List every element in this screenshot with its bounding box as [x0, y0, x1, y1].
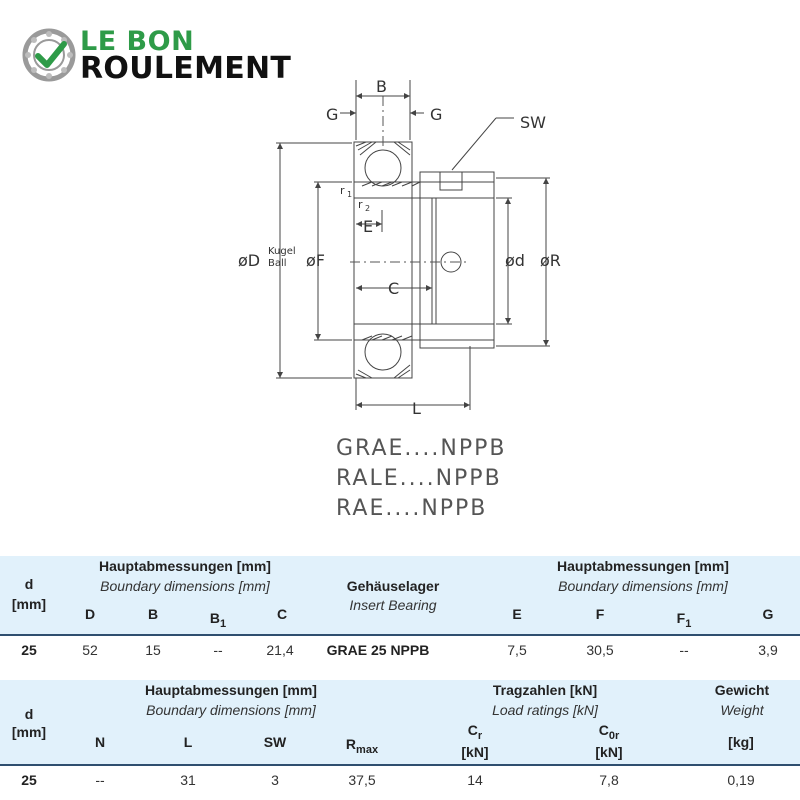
label-kugel: Kugel: [268, 246, 296, 257]
table1-row-B: 15: [145, 642, 161, 658]
table2-col-L: L: [183, 734, 193, 750]
table1-row-G: 3,9: [758, 642, 778, 658]
table2-row-C0r: 7,8: [599, 772, 619, 788]
table2-col-Rmax: Rmax: [345, 736, 379, 756]
table2-row-L: 31: [180, 772, 196, 788]
table2-col-N: N: [94, 734, 106, 750]
table2-separator: [0, 764, 800, 766]
table2-group1-subtitle: Boundary dimensions [mm]: [146, 702, 316, 718]
label-r2-sub: 2: [365, 204, 370, 213]
set-screw: [439, 171, 463, 191]
table1-row-F1: --: [679, 642, 689, 658]
table1-group2-title: Hauptabmessungen [mm]: [557, 558, 729, 574]
label-D: øD: [238, 251, 260, 270]
ball-top: [364, 149, 402, 187]
table1-col-C: C: [276, 606, 288, 622]
label-d: ød: [505, 251, 525, 270]
table1-separator: [0, 634, 800, 636]
table2-row-N: --: [95, 772, 105, 788]
table2-col-C0r-unit: [kN]: [595, 744, 623, 760]
table2-row-SW: 3: [271, 772, 279, 788]
table1-col-F: F: [595, 606, 605, 622]
table1-col-B: B: [147, 606, 159, 622]
table2-col-SW: SW: [263, 734, 287, 750]
table2-d-header: d: [24, 706, 34, 722]
label-ball: Ball: [268, 258, 287, 269]
series-line-2: RALE....NPPB: [336, 466, 502, 491]
table1-header: [0, 556, 800, 634]
label-G-right: G: [430, 105, 442, 124]
table2-row-d: 25: [21, 772, 37, 788]
label-r1-sub: 1: [347, 190, 352, 199]
table2-row-Cr: 14: [467, 772, 483, 788]
label-L: L: [412, 399, 421, 418]
screw-hole: [440, 251, 462, 273]
table2-col-kg: [kg]: [728, 734, 754, 750]
table2-col-Cr: Cr: [467, 722, 483, 742]
table1-col-G: G: [762, 606, 774, 622]
label-r1: r: [340, 184, 345, 197]
label-E: E: [363, 217, 373, 236]
table1-insert-title: Gehäuselager: [346, 578, 440, 594]
table2-row-Rmax: 37,5: [348, 772, 376, 788]
table1-col-D: D: [84, 606, 96, 622]
table2-group1-title: Hauptabmessungen [mm]: [145, 682, 317, 698]
table1-insert-subtitle: Insert Bearing: [349, 597, 437, 613]
label-r2: r: [358, 198, 363, 211]
table2-header: [0, 680, 800, 764]
table1-col-E: E: [512, 606, 522, 622]
label-G-left: G: [326, 105, 338, 124]
table2-col-C0r: C0r: [598, 722, 620, 742]
bearing-check-icon: [22, 28, 76, 82]
table1-group2-subtitle: Boundary dimensions [mm]: [558, 578, 728, 594]
table1-d-header: d: [24, 576, 34, 592]
label-SW: SW: [520, 113, 546, 132]
table2-d-unit: [mm]: [11, 724, 47, 740]
table1-row-D: 52: [82, 642, 98, 658]
table1-col-F1: F1: [676, 610, 692, 630]
brand-logo[interactable]: LE BON ROULEMENT: [22, 24, 312, 86]
table1-row-B1: --: [213, 642, 223, 658]
table1-row-E: 7,5: [507, 642, 527, 658]
table2-weight-subtitle: Weight: [720, 702, 764, 718]
table1-col-B1: B1: [209, 610, 227, 630]
series-line-3: RAE....NPPB: [336, 496, 488, 521]
table2-weight-title: Gewicht: [714, 682, 770, 698]
table1-row-insert: GRAE 25 NPPB: [326, 642, 430, 658]
table1-row-F: 30,5: [586, 642, 614, 658]
logo-text-line1: LE BON: [80, 26, 195, 57]
ball-bottom: [364, 333, 402, 371]
table2-row-weight: 0,19: [727, 772, 755, 788]
logo-text-line2: ROULEMENT: [80, 51, 292, 86]
table2-col-Cr-unit: [kN]: [461, 744, 489, 760]
bearing-drawing: B G G SW r 1 r 2 E øD Kugel Ball øF C ød…: [238, 77, 561, 418]
table1-group1-subtitle: Boundary dimensions [mm]: [100, 578, 270, 594]
table1-d-unit: [mm]: [11, 596, 47, 612]
label-F: øF: [306, 251, 325, 270]
table2-load-subtitle: Load ratings [kN]: [492, 702, 598, 718]
table2-load-title: Tragzahlen [kN]: [492, 682, 598, 698]
label-B: B: [376, 77, 387, 96]
table1-row-C: 21,4: [266, 642, 294, 658]
series-line-1: GRAE....NPPB: [336, 436, 507, 461]
table1-group1-title: Hauptabmessungen [mm]: [99, 558, 271, 574]
label-C: C: [388, 279, 399, 298]
table1-row-d: 25: [21, 642, 37, 658]
label-R: øR: [540, 251, 561, 270]
